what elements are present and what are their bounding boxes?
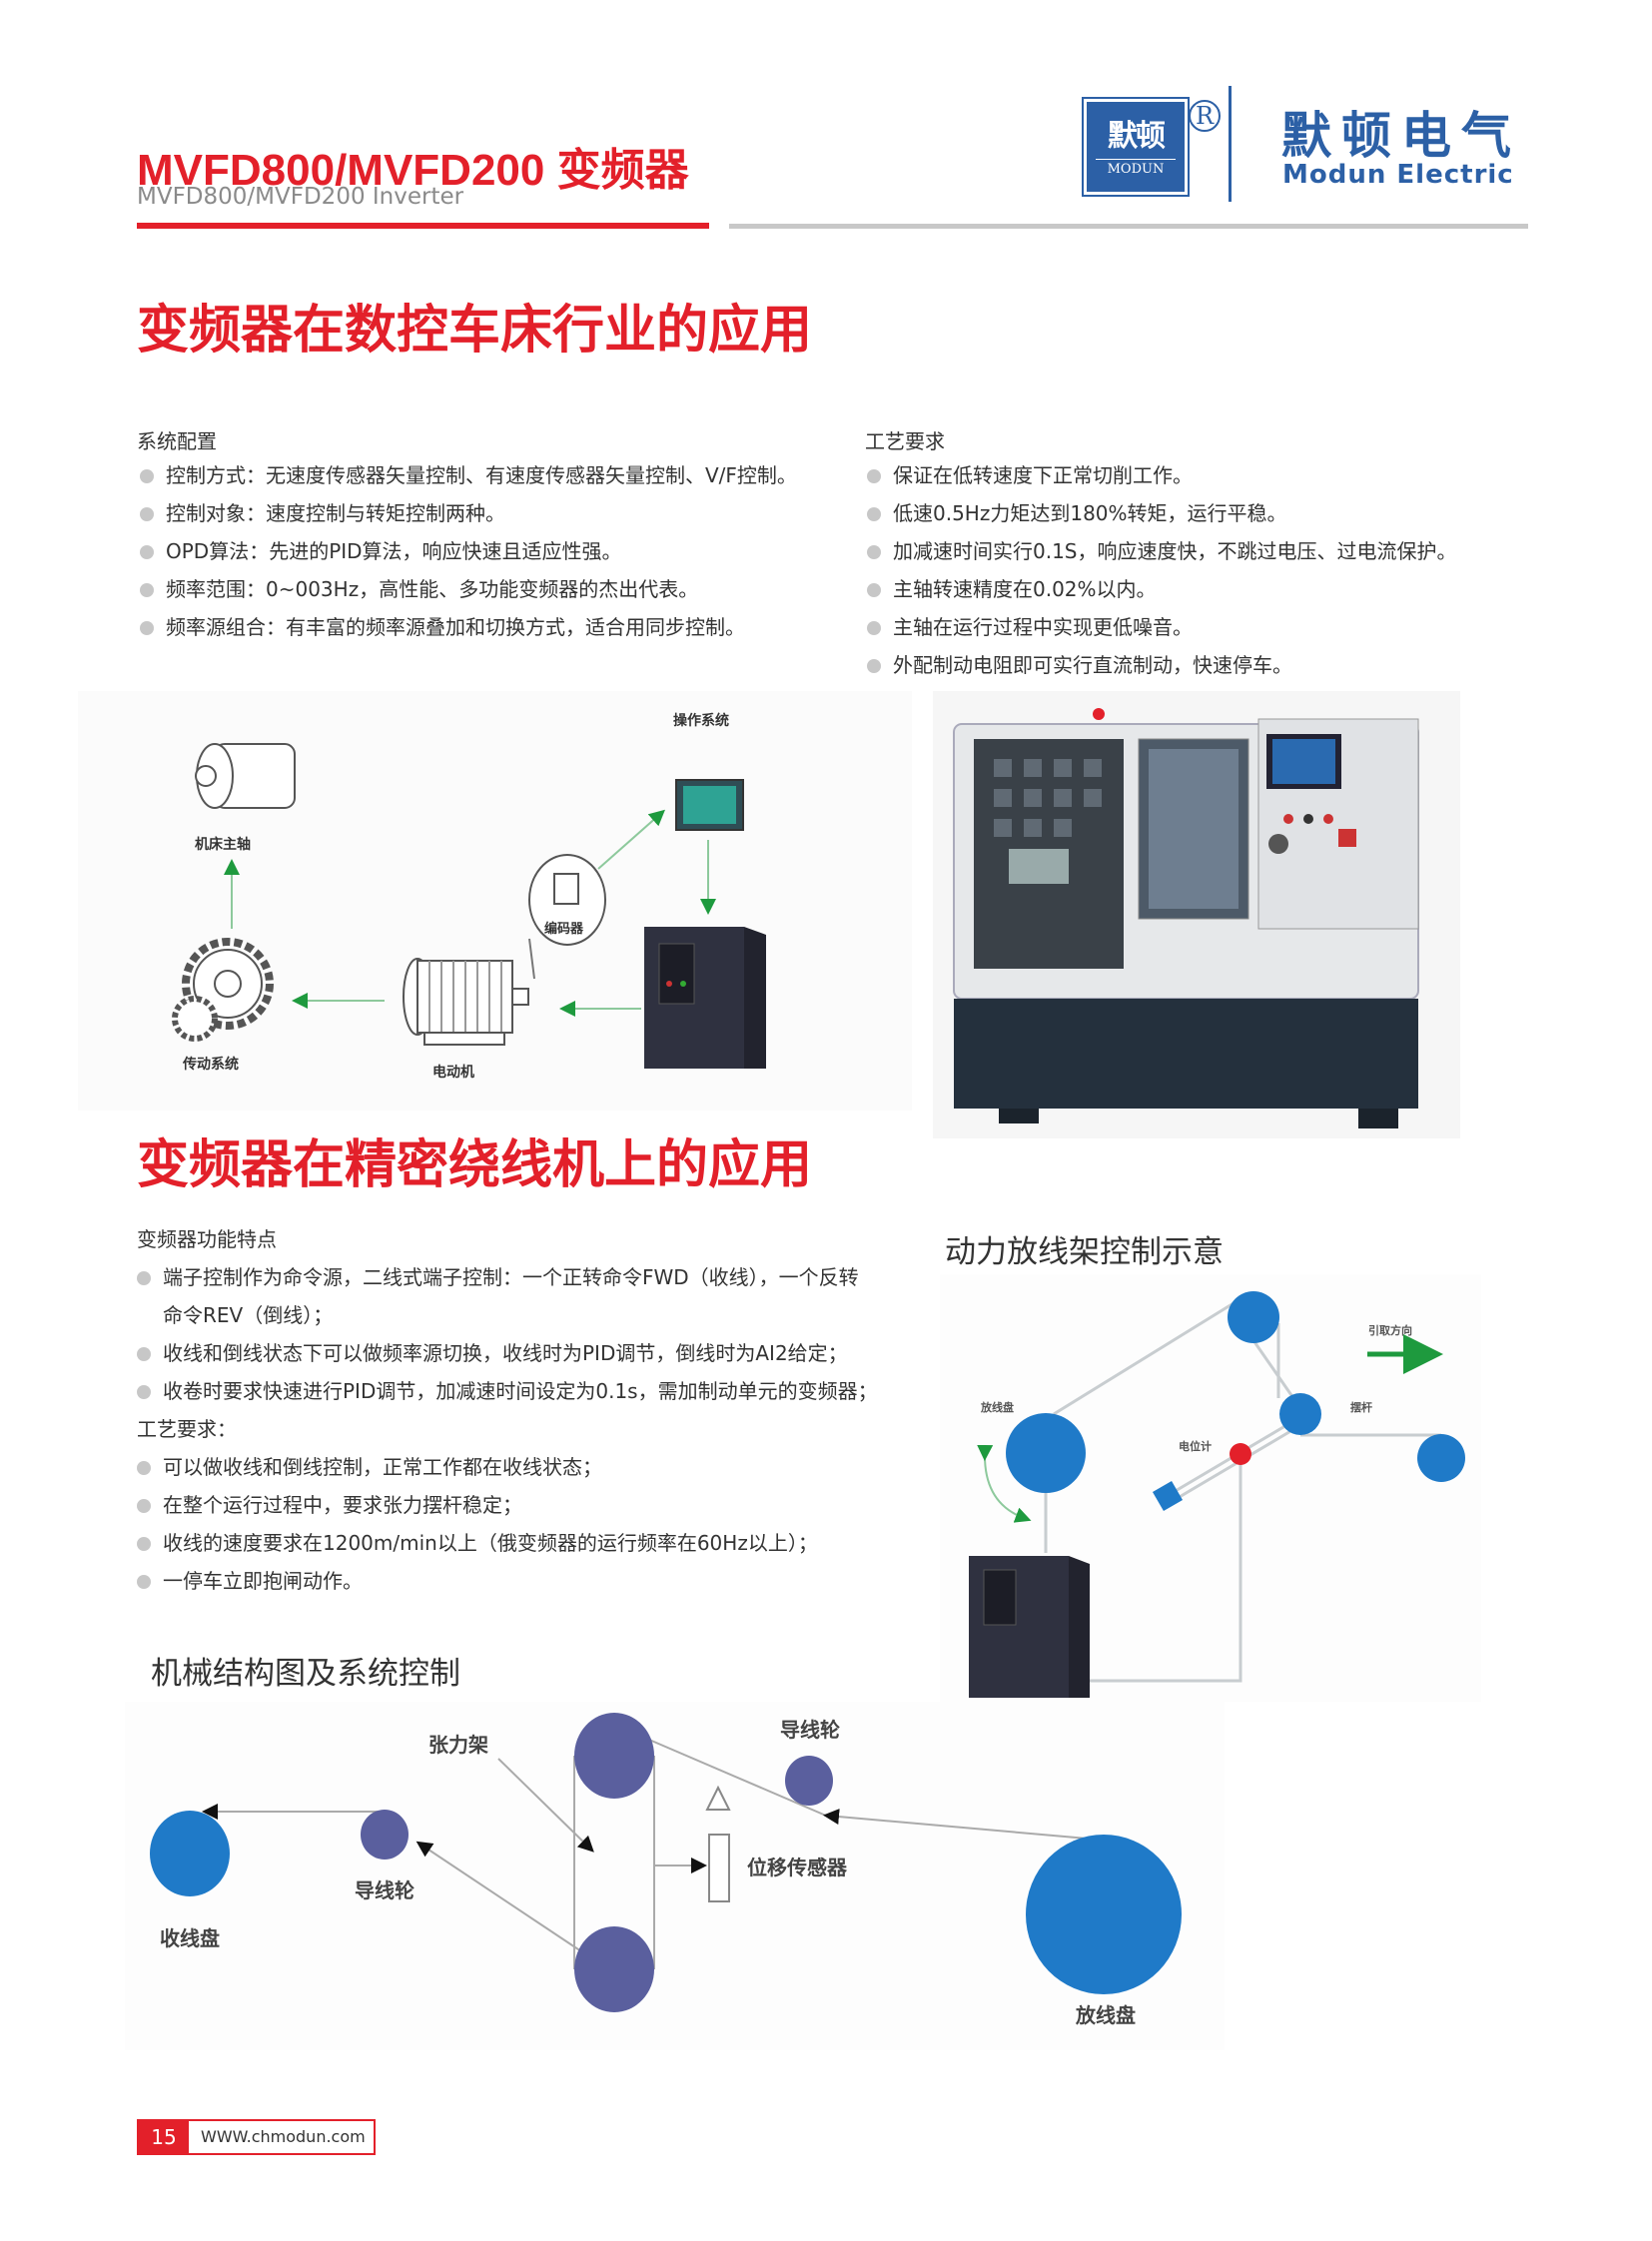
list-item: 外配制动电阻即可实行直流制动，快速停车。 — [867, 646, 1457, 684]
logo-mark-en: MODUN — [1096, 159, 1176, 177]
displacement-sensor — [708, 1834, 730, 1902]
list-item: 一停车立即抱闸动作。 — [137, 1562, 878, 1600]
features-title: 变频器功能特点 — [137, 1227, 277, 1251]
guide-wheel-left — [361, 1810, 409, 1860]
list-item: OPD算法：先进的PID算法，响应快速且适应性强。 — [140, 532, 797, 570]
rotation-arrow-icon — [977, 1444, 1032, 1523]
list-item: 主轴在运行过程中实现更低噪音。 — [867, 608, 1457, 646]
logo-mark-cn: 默顿 — [1108, 119, 1166, 154]
list-item: 收线和倒线状态下可以做频率源切换，收线时为PID调节，倒线时为AI2给定； — [137, 1334, 878, 1372]
sensor-label: 位移传感器 — [747, 1856, 848, 1879]
takeup-reel — [150, 1811, 230, 1896]
cnc-lathe-image — [933, 691, 1460, 1138]
list-item: 频率范围：0~003Hz，高性能、多功能变频器的杰出代表。 — [140, 570, 797, 608]
guide-left-label: 导线轮 — [355, 1878, 414, 1902]
list-item: 在整个运行过程中，要求张力摆杆稳定； — [137, 1486, 878, 1524]
guide-wheel — [1228, 1291, 1279, 1343]
product-title: MVFD800/MVFD200 变频器 — [137, 146, 689, 195]
header-gray-divider — [729, 224, 1528, 229]
encoder-icon — [528, 854, 606, 980]
brand-logo: 默顿 MODUN — [1082, 97, 1190, 197]
website-link[interactable]: WWW.chmodun.com — [201, 2127, 366, 2146]
counterweight — [1152, 1480, 1184, 1512]
payoff-control-diagram: 放线盘 电位计 摆杆 引取方向 — [940, 1274, 1481, 1702]
warning-light-icon — [1093, 708, 1105, 720]
payoff-reel — [1026, 1835, 1182, 1994]
inverter-icon — [969, 1556, 1090, 1698]
gear-icon — [172, 938, 274, 1042]
sensor-triangle-icon — [705, 1785, 731, 1811]
payoff-reel-label: 放线盘 — [980, 1400, 1014, 1414]
swing-arm-label: 摆杆 — [1350, 1400, 1372, 1414]
system-config-list: 控制方式：无速度传感器矢量控制、有速度传感器矢量控制、V/F控制。 控制对象：速… — [140, 456, 797, 646]
list-item: 可以做收线和倒线控制，正常工作都在收线状态； — [137, 1448, 878, 1486]
list-item: 控制对象：速度控制与转矩控制两种。 — [140, 494, 797, 532]
motor-icon — [403, 958, 529, 1046]
system-config-title: 系统配置 — [137, 429, 217, 453]
payoff-reel — [1006, 1413, 1086, 1493]
potentiometer-label: 电位计 — [1179, 1439, 1212, 1453]
potentiometer-icon — [1230, 1443, 1251, 1465]
list-item: 低速0.5Hz力矩达到180%转矩，运行平稳。 — [867, 494, 1457, 532]
process-req-list: 保证在低转速度下正常切削工作。 低速0.5Hz力矩达到180%转矩，运行平稳。 … — [867, 456, 1457, 684]
product-subtitle: MVFD800/MVFD200 Inverter — [137, 184, 464, 210]
tension-label: 张力架 — [428, 1733, 488, 1757]
list-item: 收线的速度要求在1200m/min以上（俄变频器的运行频率在60Hz以上）； — [137, 1524, 878, 1562]
tension-wheel-bottom — [574, 1926, 654, 2012]
list-item: 保证在低转速度下正常切削工作。 — [867, 456, 1457, 494]
motor-label: 电动机 — [432, 1064, 474, 1081]
panel-screen — [683, 786, 736, 824]
cnc-system-diagram: 机床主轴 传动系统 电动机 编码器 操作系统 — [78, 691, 912, 1111]
logo-divider — [1229, 86, 1232, 202]
section2-heading: 变频器在精密绕线机上的应用 — [137, 1135, 813, 1195]
list-item-continuation: 命令REV（倒线）； — [163, 1303, 334, 1327]
list-item: 收卷时要求快速进行PID调节，加减速时间设定为0.1s，需加制动单元的变频器； — [137, 1372, 878, 1410]
header-red-divider — [137, 223, 709, 229]
page-number: 15 — [139, 2121, 189, 2153]
guide-right-label: 导线轮 — [780, 1718, 840, 1742]
guide-wheel-right — [785, 1756, 833, 1806]
spindle-icon — [195, 743, 296, 809]
output-wheel — [1417, 1434, 1465, 1482]
inverter-icon — [644, 927, 766, 1069]
arrow-to-panel — [597, 809, 665, 870]
mech-diagram-title: 机械结构图及系统控制 — [151, 1656, 460, 1692]
takeup-label: 收线盘 — [160, 1926, 220, 1950]
section1-heading: 变频器在数控车床行业的应用 — [137, 301, 813, 361]
list-item: 主轴转速精度在0.02%以内。 — [867, 570, 1457, 608]
direction-label: 引取方向 — [1368, 1323, 1412, 1337]
process-req-title: 工艺要求 — [865, 429, 945, 453]
list-item: 端子控制作为命令源，二线式端子控制：一个正转命令FWD（收线），一个反转 — [137, 1258, 878, 1296]
brand-name-en: Modun Electric — [1282, 160, 1514, 190]
mechanical-structure-diagram: 收线盘 导线轮 张力架 导线轮 位移传感器 放线盘 — [125, 1702, 1225, 2050]
encoder-label: 编码器 — [544, 921, 584, 937]
registered-icon: R — [1189, 100, 1221, 132]
list-item: 控制方式：无速度传感器矢量控制、有速度传感器矢量控制、V/F控制。 — [140, 456, 797, 494]
transmission-label: 传动系统 — [182, 1056, 239, 1073]
list-item: 加减速时间实行0.1S，响应速度快，不跳过电压、过电流保护。 — [867, 532, 1457, 570]
payoff-label: 放线盘 — [1075, 2003, 1136, 2027]
list-item: 频率源组合：有丰富的频率源叠加和切换方式，适合用同步控制。 — [140, 608, 797, 646]
operation-label: 操作系统 — [673, 712, 729, 729]
payoff-diagram-title: 动力放线架控制示意 — [945, 1234, 1224, 1270]
spindle-label: 机床主轴 — [195, 836, 251, 853]
page-footer: 15 WWW.chmodun.com — [137, 2119, 376, 2155]
tension-wheel-top — [574, 1713, 654, 1799]
winding-text: 变频器功能特点 端子控制作为命令源，二线式端子控制：一个正转命令FWD（收线），… — [137, 1220, 878, 1600]
brand-name-cn: 默顿电气 — [1281, 107, 1521, 165]
process-title: 工艺要求： — [137, 1417, 237, 1441]
swing-arm-wheel — [1279, 1393, 1321, 1435]
